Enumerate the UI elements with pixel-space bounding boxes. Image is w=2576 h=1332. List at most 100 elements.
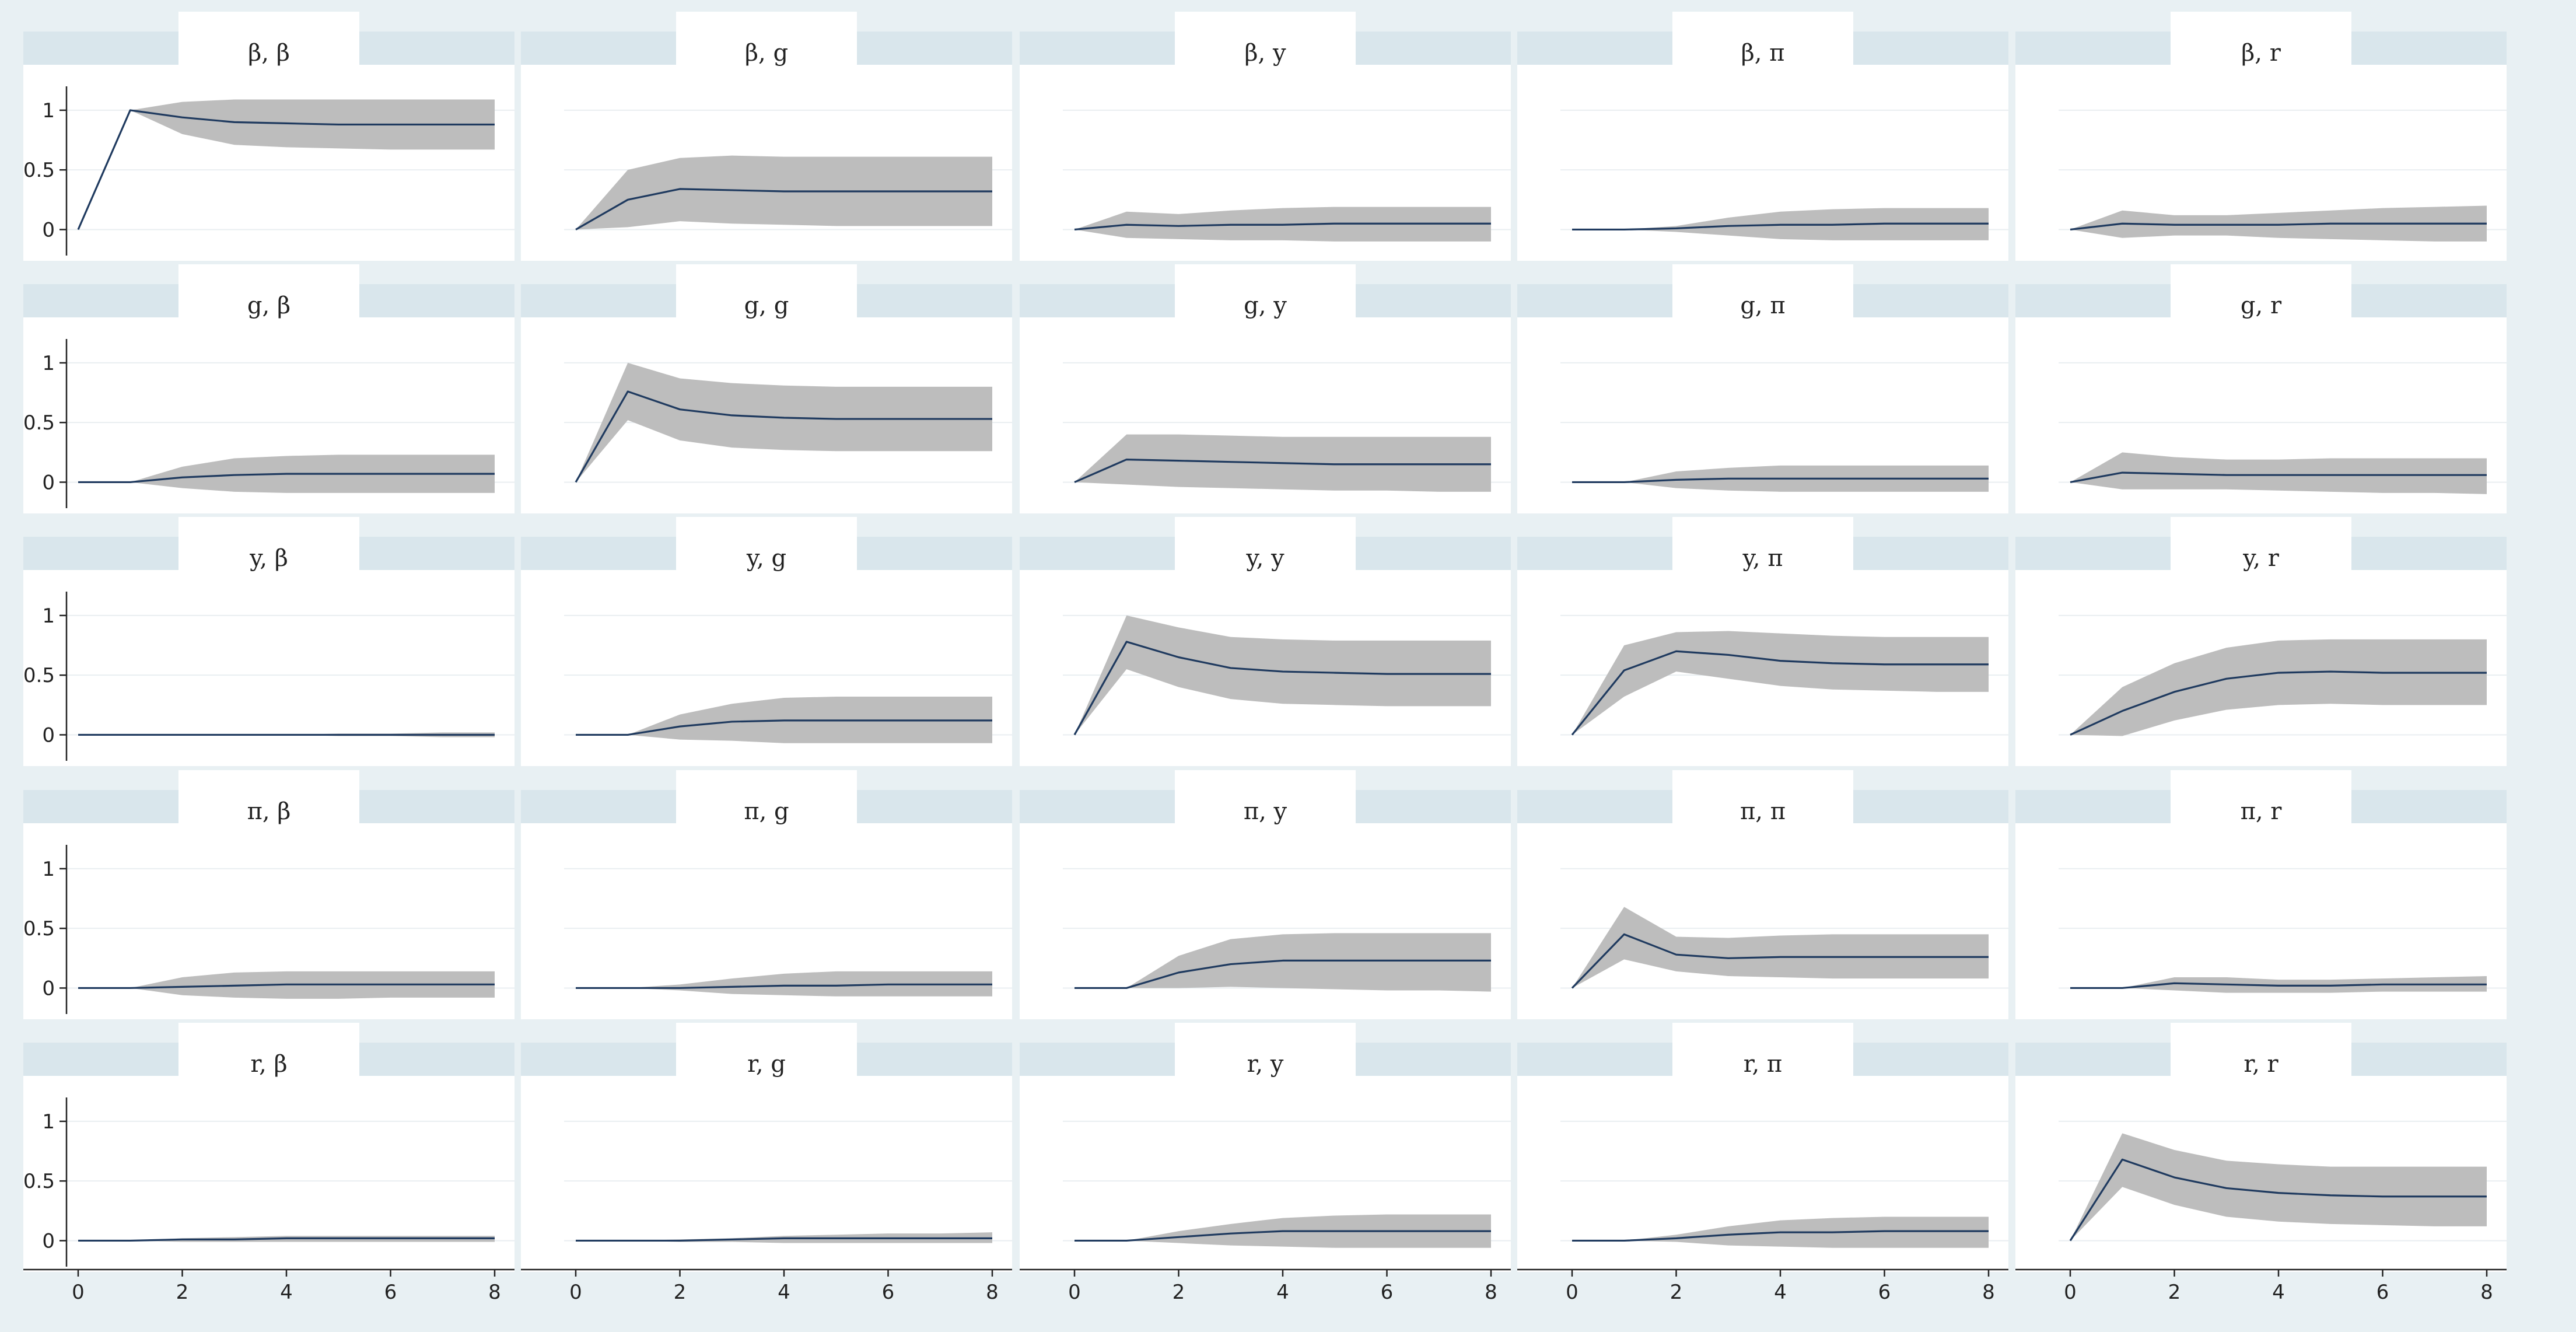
confidence-band bbox=[576, 362, 992, 483]
y-tick-label: 1 bbox=[42, 858, 55, 881]
x-tick-label: 4 bbox=[1774, 1281, 1787, 1304]
irf-panel: g, g bbox=[521, 264, 1012, 513]
irf-panel: π, y bbox=[1020, 770, 1511, 1019]
x-tick-label: 4 bbox=[778, 1281, 790, 1304]
plot-area bbox=[23, 65, 514, 261]
irf-line bbox=[2069, 1158, 2487, 1242]
panel-title: π, y bbox=[1244, 798, 1287, 825]
panel-title: y, y bbox=[1245, 545, 1284, 572]
confidence-band bbox=[1572, 631, 1989, 735]
panel-title: β, π bbox=[1741, 40, 1785, 67]
irf-line bbox=[77, 109, 495, 230]
y-tick-label: 0 bbox=[42, 977, 55, 1000]
x-tick-label: 4 bbox=[280, 1281, 293, 1304]
panel-title: r, β bbox=[250, 1051, 287, 1078]
panel-title: β, g bbox=[745, 40, 788, 67]
panel-title: g, π bbox=[1740, 292, 1785, 319]
irf-line bbox=[78, 1237, 495, 1242]
panel-title: y, β bbox=[249, 545, 288, 572]
confidence-band bbox=[576, 971, 992, 997]
x-tick-label: 0 bbox=[1566, 1281, 1578, 1304]
panel-title: β, β bbox=[248, 40, 290, 67]
plot-area bbox=[23, 1076, 514, 1272]
irf-panel: π, β 0 0.5 1 bbox=[23, 770, 514, 1019]
panel-title: π, r bbox=[2241, 798, 2283, 825]
panel-title: π, g bbox=[744, 798, 789, 825]
x-tick-label: 0 bbox=[1068, 1281, 1081, 1304]
confidence-band bbox=[78, 99, 495, 230]
panel-title: g, y bbox=[1244, 292, 1287, 319]
irf-line bbox=[2070, 471, 2487, 484]
x-tick-label: 6 bbox=[384, 1281, 397, 1304]
panel-title: β, r bbox=[2241, 40, 2281, 67]
irf-panel: y, π bbox=[1517, 517, 2008, 766]
irf-line bbox=[1073, 641, 1491, 736]
irf-line bbox=[1572, 1230, 1989, 1242]
confidence-band bbox=[2070, 639, 2487, 736]
panel-title: π, β bbox=[247, 798, 291, 825]
irf-line bbox=[78, 473, 495, 484]
x-tick-label: 6 bbox=[1878, 1281, 1891, 1304]
y-tick-label: 1 bbox=[42, 604, 55, 628]
irf-line bbox=[575, 390, 992, 483]
panel-title: π, π bbox=[1740, 798, 1786, 825]
irf-panel: π, π bbox=[1517, 770, 2008, 1019]
confidence-band bbox=[1074, 933, 1491, 992]
panel-title: r, r bbox=[2244, 1051, 2278, 1078]
panel-title: β, y bbox=[1244, 40, 1286, 67]
irf-line bbox=[2070, 670, 2487, 736]
irf-line bbox=[1074, 458, 1491, 483]
irf-line bbox=[1571, 650, 1989, 736]
irf-panel: y, β 0 0.5 1 bbox=[23, 517, 514, 766]
irf-line bbox=[576, 983, 992, 990]
panel-title: g, r bbox=[2241, 292, 2282, 319]
panel-title: r, π bbox=[1744, 1051, 1782, 1078]
y-tick-label: 0 bbox=[42, 723, 55, 747]
panel-title: g, β bbox=[247, 292, 290, 319]
panel-title: y, r bbox=[2242, 545, 2280, 572]
irf-line bbox=[1074, 959, 1491, 990]
irf-panel: β, π bbox=[1517, 12, 2008, 261]
irf-line bbox=[2070, 982, 2487, 990]
y-tick-label: 0.5 bbox=[23, 664, 55, 687]
irf-panel: r, π 0 2 4 6 8 bbox=[1517, 1023, 2008, 1304]
confidence-band bbox=[2070, 976, 2487, 993]
x-tick-label: 8 bbox=[488, 1281, 501, 1304]
irf-line bbox=[1074, 1230, 1491, 1242]
panel-title: y, π bbox=[1742, 545, 1783, 572]
x-tick-label: 2 bbox=[1670, 1281, 1683, 1304]
x-tick-label: 8 bbox=[1982, 1281, 1995, 1304]
y-tick-label: 0 bbox=[42, 1229, 55, 1253]
y-tick-label: 0.5 bbox=[23, 411, 55, 435]
x-tick-label: 0 bbox=[2064, 1281, 2077, 1304]
irf-line bbox=[1571, 933, 1989, 989]
x-tick-label: 0 bbox=[569, 1281, 582, 1304]
x-tick-label: 6 bbox=[882, 1281, 895, 1304]
y-tick-label: 0.5 bbox=[23, 917, 55, 941]
irf-panel: π, g bbox=[521, 770, 1012, 1019]
irf-panel: β, r bbox=[2015, 12, 2507, 261]
x-tick-label: 4 bbox=[2272, 1281, 2285, 1304]
confidence-band bbox=[2070, 205, 2487, 242]
y-tick-label: 0 bbox=[42, 471, 55, 494]
x-tick-label: 6 bbox=[2376, 1281, 2389, 1304]
irf-line bbox=[1074, 222, 1491, 231]
irf-panel: β, g bbox=[521, 12, 1012, 261]
x-tick-label: 2 bbox=[674, 1281, 687, 1304]
irf-panel: g, π bbox=[1517, 264, 2008, 513]
irf-panel: β, β00.51 bbox=[23, 12, 514, 261]
x-tick-label: 2 bbox=[176, 1281, 189, 1304]
y-tick-label: 0.5 bbox=[23, 159, 55, 182]
irf-line bbox=[1572, 477, 1989, 484]
irf-line bbox=[1572, 222, 1989, 231]
irf-line bbox=[576, 1237, 992, 1242]
y-tick-label: 0.5 bbox=[23, 1170, 55, 1193]
x-tick-label: 6 bbox=[1381, 1281, 1394, 1304]
panel-title: r, y bbox=[1247, 1051, 1284, 1078]
panel-title: y, g bbox=[746, 545, 786, 572]
